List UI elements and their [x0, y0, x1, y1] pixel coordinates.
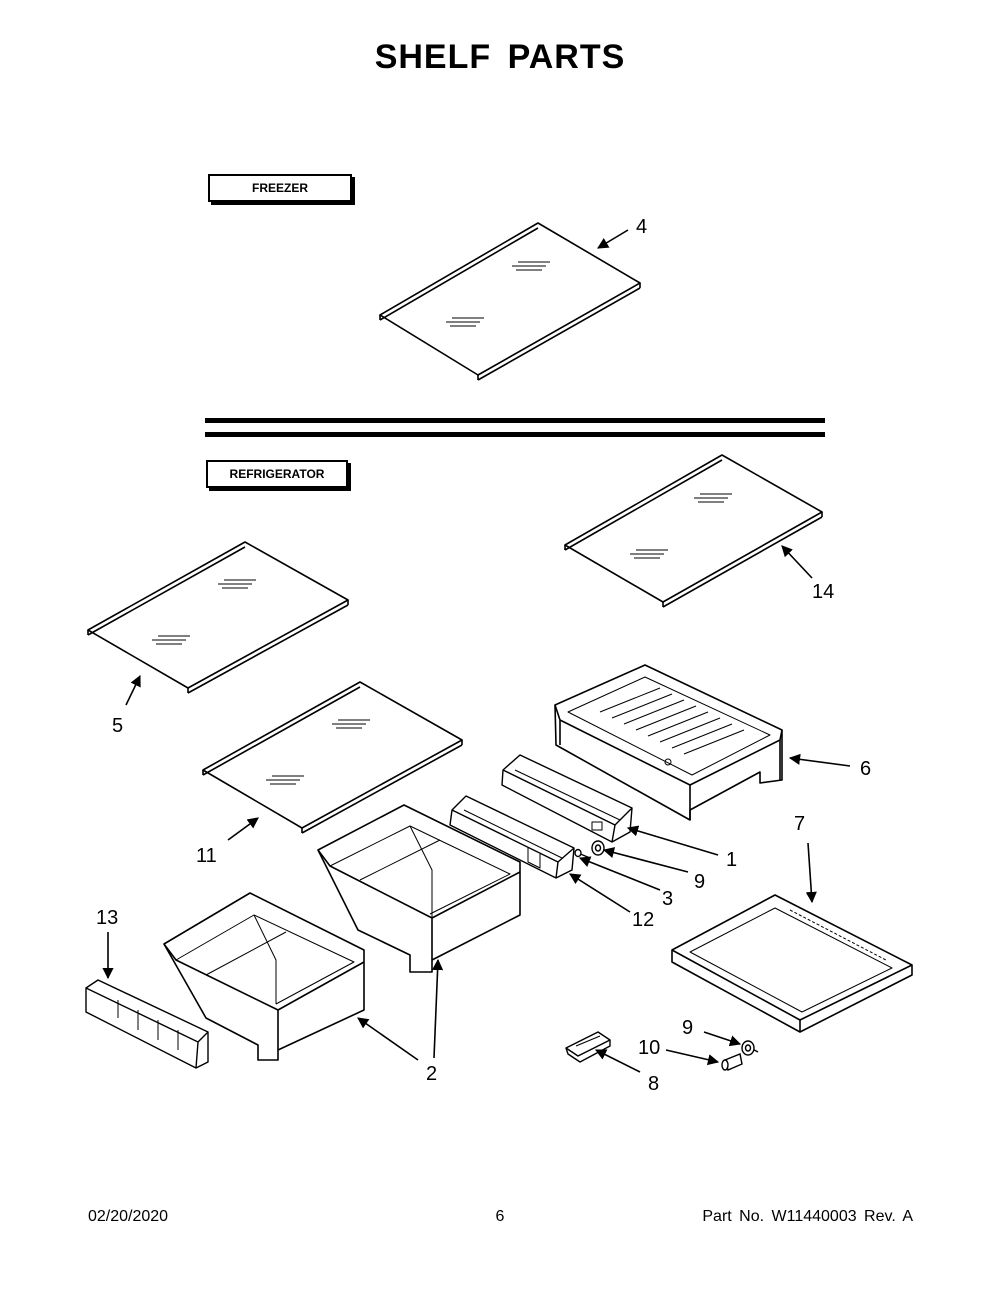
refrigerator-glass-shelf-left	[87, 541, 349, 694]
drawer-slide-rail	[501, 754, 633, 843]
callout-4: 4	[636, 216, 647, 238]
callout-3: 3	[662, 888, 673, 910]
page-title: SHELF PARTS	[374, 38, 626, 76]
freezer-glass-shelf	[379, 222, 641, 381]
callout-9-cover: 9	[682, 1017, 693, 1039]
callout-11: 11	[196, 845, 217, 867]
callout-leaders	[102, 229, 851, 1073]
crisper-bracket	[85, 979, 209, 1069]
crisper-drawer-right	[317, 804, 521, 973]
section-divider-bottom	[205, 432, 825, 437]
callout-8: 8	[648, 1073, 659, 1095]
callout-7: 7	[794, 813, 805, 835]
rail-washer-and-screw	[574, 840, 605, 859]
callout-5: 5	[112, 715, 123, 737]
crisper-drawer-left	[163, 892, 365, 1061]
refrigerator-section-label: REFRIGERATOR	[206, 460, 348, 488]
callout-12: 12	[632, 909, 654, 931]
callout-10: 10	[638, 1037, 660, 1059]
refrigerator-glass-shelf-middle	[202, 681, 463, 834]
section-divider-top	[205, 418, 825, 423]
footer-part-number: Part No. W11440003 Rev. A	[702, 1208, 913, 1225]
pantry-drawer	[554, 664, 783, 821]
freezer-section-label: FREEZER	[208, 174, 352, 202]
crisper-cover	[671, 894, 913, 1033]
callout-13: 13	[96, 907, 118, 929]
callout-6: 6	[860, 758, 871, 780]
drawer-slide-rail-lower	[449, 795, 575, 879]
footer-date: 02/20/2020	[88, 1208, 169, 1225]
callout-1: 1	[726, 849, 737, 871]
callout-9-rail: 9	[694, 871, 705, 893]
callout-2: 2	[426, 1063, 437, 1085]
footer-page-number: 6	[495, 1208, 505, 1225]
cover-washer-and-screw	[721, 1040, 759, 1071]
cover-clip	[565, 1031, 611, 1063]
refrigerator-glass-shelf-upper	[564, 454, 823, 608]
callout-14: 14	[812, 581, 834, 603]
